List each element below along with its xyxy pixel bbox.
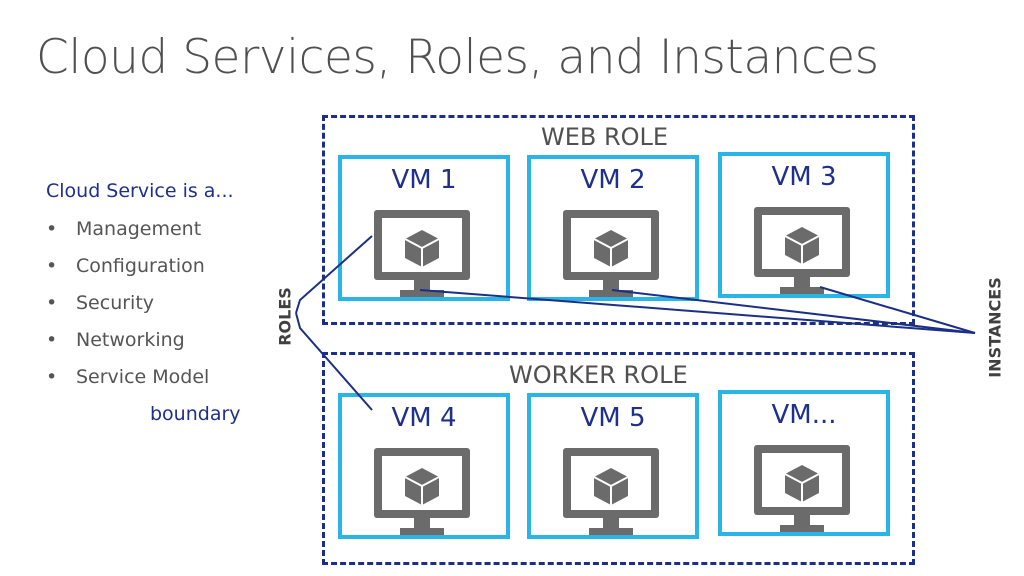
bullet-item: • Service Model xyxy=(46,362,209,399)
monitor-with-cube-icon xyxy=(754,445,850,532)
monitor-with-cube-icon xyxy=(374,210,470,297)
instances-connector-vm2 xyxy=(611,289,976,334)
vm-label: VM 1 xyxy=(391,165,457,195)
vm-instance[interactable]: VM 4 xyxy=(338,393,510,539)
bullet-item: • Management xyxy=(46,214,209,251)
bullet-text: Service Model xyxy=(76,366,210,388)
bullet-text: Configuration xyxy=(76,255,205,277)
vm-label: VM 4 xyxy=(391,403,457,433)
bullet-item: • Configuration xyxy=(46,251,209,288)
monitor-with-cube-icon xyxy=(563,448,659,535)
bullet-text: Management xyxy=(76,218,202,240)
bullet-glyph: • xyxy=(46,366,58,388)
bullet-glyph: • xyxy=(46,255,58,277)
bullet-glyph: • xyxy=(46,218,58,240)
worker-role-label: WORKER ROLE xyxy=(507,360,690,390)
instances-connector-vm3 xyxy=(819,286,976,334)
bullet-item: • Networking xyxy=(46,325,209,362)
monitor-with-cube-icon xyxy=(754,207,850,294)
bullet-glyph: • xyxy=(46,292,58,314)
instances-connector-vm1 xyxy=(419,289,976,334)
monitor-with-cube-icon xyxy=(563,210,659,297)
vm-instance[interactable]: VM 3 xyxy=(718,152,890,298)
bullet-glyph: • xyxy=(46,329,58,351)
vm-instance[interactable]: VM 5 xyxy=(527,393,699,539)
roles-connector-worker xyxy=(295,312,373,411)
web-role-label: WEB ROLE xyxy=(539,122,671,152)
vm-instance[interactable]: VM... xyxy=(718,390,890,536)
instances-label: INSTANCES xyxy=(985,277,1005,378)
vm-instance[interactable]: VM 1 xyxy=(338,155,510,301)
bullet-text: Networking xyxy=(76,329,185,351)
cloud-service-heading: Cloud Service is a... xyxy=(46,180,234,202)
roles-label: ROLES xyxy=(275,287,295,346)
vm-label: VM 3 xyxy=(771,162,837,192)
vm-label: VM 5 xyxy=(580,403,646,433)
web-role-boundary xyxy=(322,115,915,325)
worker-role-boundary xyxy=(322,352,915,565)
slide-title: Cloud Services, Roles, and Instances xyxy=(36,30,879,85)
bullet-item: • Security xyxy=(46,288,209,325)
boundary-text: boundary xyxy=(150,403,241,425)
roles-connector-web xyxy=(295,235,373,314)
monitor-with-cube-icon xyxy=(374,448,470,535)
cloud-service-bullet-list: • Management • Configuration • Security • Ne… xyxy=(46,214,209,399)
vm-label: VM 2 xyxy=(580,165,646,195)
bullet-text: Security xyxy=(76,292,155,314)
vm-instance[interactable]: VM 2 xyxy=(527,155,699,301)
vm-label: VM... xyxy=(771,400,837,430)
